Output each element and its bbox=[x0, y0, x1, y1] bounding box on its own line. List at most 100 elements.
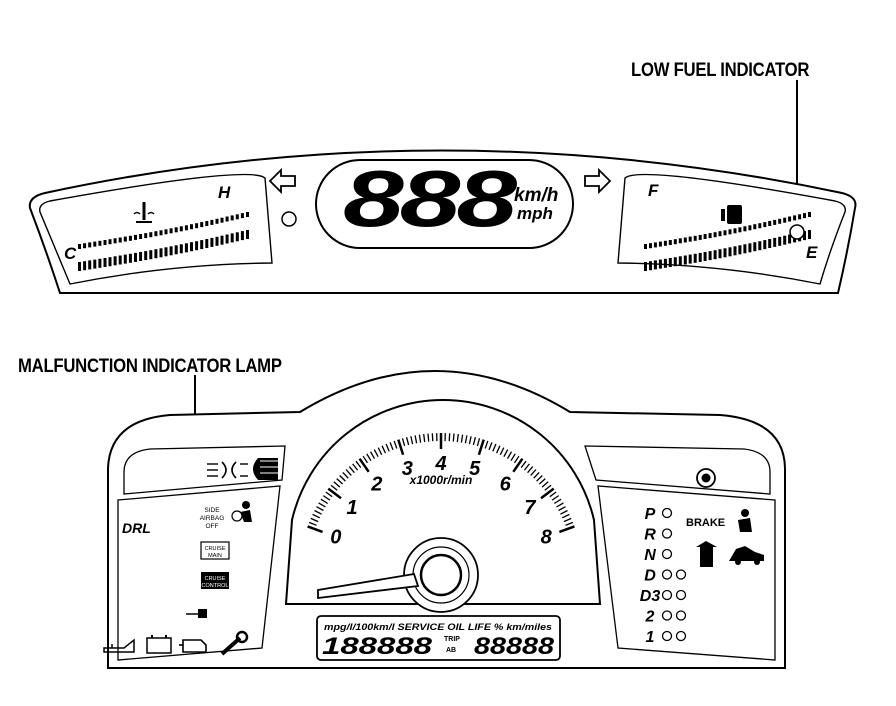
gauge-segment bbox=[763, 240, 767, 250]
tach-tick bbox=[560, 509, 568, 515]
left-upper-window bbox=[123, 445, 286, 495]
tach-tick bbox=[549, 491, 557, 498]
tach-tick bbox=[556, 502, 564, 508]
gauge-segment bbox=[246, 230, 249, 239]
tach-tick bbox=[484, 440, 489, 449]
side-airbag-line3: OFF bbox=[206, 523, 219, 530]
battery-icon bbox=[146, 635, 172, 654]
tach-tick bbox=[533, 471, 540, 479]
gauge-segment bbox=[184, 243, 188, 253]
speed-digits: 888 bbox=[343, 154, 518, 243]
gauge-segment bbox=[230, 233, 234, 243]
low-fuel-indicator-lamp bbox=[789, 224, 805, 240]
gauge-segment bbox=[768, 239, 772, 248]
gauge-segment bbox=[773, 219, 777, 225]
fuel-full-label: F bbox=[648, 181, 659, 200]
immobilizer-key-icon bbox=[186, 609, 207, 618]
gauge-segment bbox=[768, 221, 772, 226]
gear-r-label: R bbox=[644, 527, 656, 544]
gauge-segment bbox=[205, 221, 209, 226]
tach-tick bbox=[460, 434, 464, 443]
gauge-segment bbox=[723, 248, 727, 258]
tach-tick bbox=[558, 525, 575, 534]
tach-tick bbox=[325, 491, 333, 498]
tach-tick bbox=[558, 506, 566, 512]
tach-number-6: 6 bbox=[500, 473, 512, 495]
gauge-segment bbox=[230, 215, 234, 221]
tach-tick bbox=[385, 443, 390, 452]
gauge-segment bbox=[728, 247, 732, 257]
tach-tick bbox=[561, 513, 570, 519]
tach-tick bbox=[320, 498, 329, 505]
gauge-segment bbox=[793, 215, 797, 221]
right-lower-window bbox=[597, 485, 776, 661]
oil-pressure-icon bbox=[103, 638, 135, 653]
tach-tick bbox=[397, 439, 405, 456]
tach-tick bbox=[448, 433, 451, 442]
gear-d-label: D bbox=[644, 568, 656, 585]
tach-tick bbox=[492, 443, 497, 452]
gauge-segment bbox=[149, 232, 153, 238]
gauge-segment bbox=[693, 235, 697, 241]
tach-tick bbox=[506, 451, 513, 460]
gauge-segment bbox=[644, 244, 647, 249]
gauge-segment bbox=[184, 225, 188, 231]
cruise-control-indicator bbox=[201, 572, 229, 589]
gauge-segment bbox=[703, 252, 707, 261]
tach-tick bbox=[414, 435, 418, 444]
tach-tick bbox=[513, 455, 520, 464]
tach-tick bbox=[540, 487, 555, 500]
gear-indicator-lamp bbox=[661, 610, 673, 621]
tach-tick bbox=[308, 521, 317, 526]
gauge-segment bbox=[235, 214, 239, 220]
gauge-segment bbox=[668, 258, 672, 267]
tach-tick bbox=[553, 498, 562, 505]
tach-tick bbox=[377, 447, 383, 456]
gear-indicator-lamp bbox=[661, 528, 673, 539]
gauge-segment bbox=[200, 240, 204, 250]
gauge-segment bbox=[225, 234, 229, 244]
gauge-segment bbox=[788, 234, 792, 244]
gauge-segment bbox=[753, 224, 757, 230]
gauge-segment bbox=[738, 245, 742, 255]
gauge-segment bbox=[758, 223, 762, 229]
tach-tick bbox=[401, 438, 406, 447]
gauge-segment bbox=[205, 239, 209, 248]
gauge-segment bbox=[215, 218, 219, 224]
tach-tick bbox=[563, 517, 572, 523]
gear-indicator-lamp bbox=[661, 630, 673, 642]
temp-cold-label: C bbox=[64, 244, 77, 263]
gauge-segment bbox=[118, 237, 122, 243]
tach-tick bbox=[310, 517, 319, 523]
cruise-control-line1: CRUISE bbox=[205, 576, 226, 582]
gauge-segment bbox=[713, 250, 717, 260]
gauge-segment bbox=[743, 226, 747, 232]
gauge-segment bbox=[134, 234, 137, 240]
gauge-segment bbox=[698, 252, 702, 262]
gauge-segment bbox=[673, 239, 677, 245]
tach-number-3: 3 bbox=[402, 458, 413, 480]
gauge-segment bbox=[195, 223, 199, 229]
check-engine-icon bbox=[179, 639, 207, 653]
gear-indicator-lamp bbox=[661, 569, 673, 580]
tach-tick bbox=[520, 460, 527, 468]
tach-tick bbox=[499, 447, 505, 456]
gauge-segment bbox=[653, 260, 657, 270]
tach-tick bbox=[512, 457, 524, 473]
gauge-segment bbox=[783, 235, 787, 245]
tach-number-8: 8 bbox=[541, 527, 553, 549]
gauge-segment bbox=[103, 240, 107, 245]
gauge-segment bbox=[658, 259, 662, 269]
gauge-segment bbox=[678, 256, 682, 266]
gauge-segment bbox=[128, 235, 132, 241]
cruise-main-line2: MAIN bbox=[208, 553, 222, 559]
gauge-segment bbox=[123, 254, 127, 264]
tach-tick bbox=[330, 484, 338, 491]
gauge-segment bbox=[78, 262, 81, 271]
speed-unit-kmh: km/h bbox=[514, 185, 558, 206]
airbag-person-icon bbox=[231, 501, 252, 522]
tach-number-4: 4 bbox=[434, 453, 446, 475]
gauge-segment bbox=[220, 217, 224, 223]
tachometer-needle bbox=[317, 572, 420, 600]
gauge-segment bbox=[164, 229, 168, 235]
